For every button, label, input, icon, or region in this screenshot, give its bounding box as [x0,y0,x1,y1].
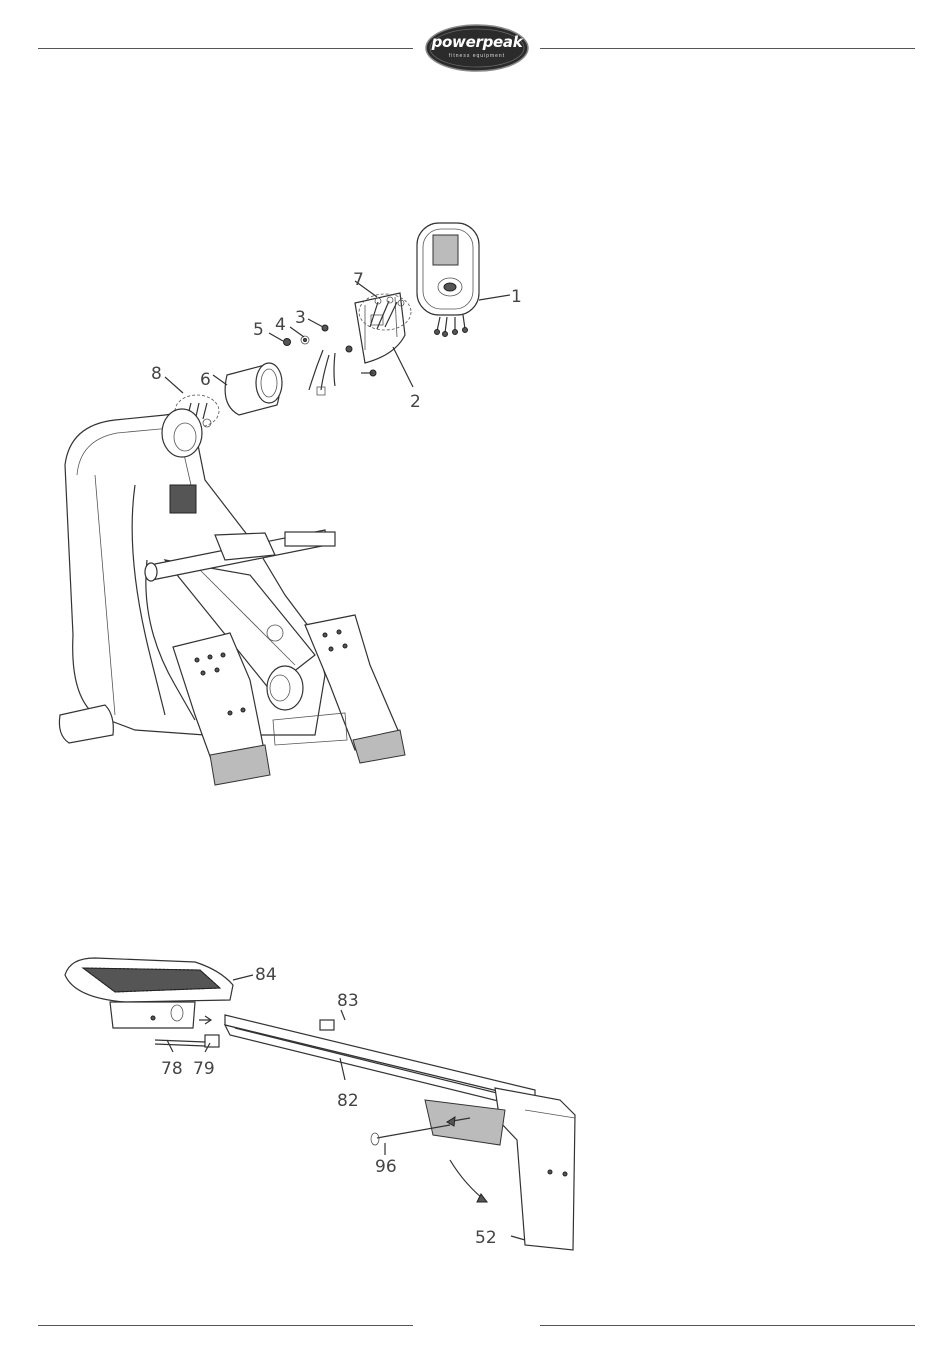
footer-rule-right [540,1325,915,1326]
part-label: 83 [337,991,359,1011]
part-label: 2 [410,392,421,412]
header-rule-right [540,48,915,49]
part-label: 79 [193,1059,215,1079]
part-label: 1 [511,287,522,307]
footer-rule-left [38,1325,413,1326]
part-label: 4 [275,315,286,335]
part-label: 5 [253,320,264,340]
part-label: 3 [295,308,306,328]
brand-name: powerpeak [425,33,529,51]
part-label: 84 [255,965,277,985]
part-label: 52 [475,1228,497,1248]
front-leg-part [425,1088,575,1250]
console-assembly-figure: 1 2 3 4 5 6 7 8 [55,215,535,795]
brand-subtitle: fitness equipment [425,53,529,59]
rail-assembly-figure: 84 83 78 79 82 96 52 [55,940,595,1270]
header-rule-left [38,48,413,49]
part-label: 96 [375,1157,397,1177]
console-part [417,223,479,337]
part-label: 82 [337,1091,359,1111]
part-label: 78 [161,1059,183,1079]
part-label: 8 [151,364,162,384]
rower-frame [59,409,405,785]
rail-part [225,1015,535,1110]
part-label: 7 [353,270,364,290]
cover-part [225,363,282,415]
part-label: 6 [200,370,211,390]
